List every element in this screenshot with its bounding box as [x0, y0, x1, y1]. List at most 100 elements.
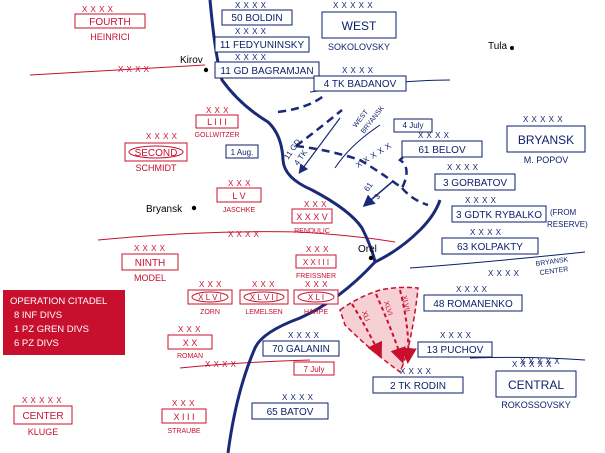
armor-symbol	[297, 291, 335, 303]
echelon-marker: X X X X	[146, 132, 178, 141]
echelon-marker: X X X X	[447, 163, 479, 172]
echelon-marker: X X X	[178, 325, 201, 334]
unit-label: FOURTH	[89, 17, 130, 28]
unit-box	[313, 75, 407, 92]
unit-label: WEST	[342, 19, 377, 33]
unit-box	[295, 254, 337, 269]
city-dot	[191, 205, 197, 211]
german-corps-xxxv: X X X X X X V RENDULIC	[291, 200, 333, 235]
echelon-marker: X X X X	[342, 66, 374, 75]
unit-label: 48 ROMANENKO	[433, 299, 513, 310]
date-tag-7-july: 7 July	[293, 361, 335, 376]
echelon-marker: X X X	[305, 280, 328, 289]
unit-label: L I I I	[207, 117, 227, 127]
citadel-offensive-wedge	[339, 286, 419, 374]
echelon-marker: X X X X	[235, 27, 267, 36]
echelon-marker: X X X	[304, 200, 327, 209]
echelon-marker: X X X X X	[22, 396, 62, 405]
german-army-fourth: X X X X FOURTH HEINRICI	[74, 5, 146, 42]
unit-box	[13, 405, 73, 425]
soviet-army-50-boldin: X X X X 50 BOLDIN	[221, 1, 293, 26]
echelon-marker: X X X X	[288, 331, 320, 340]
unit-box	[74, 13, 146, 29]
soviet-army-61-belov: X X X X 61 BELOV	[401, 131, 483, 158]
echelon-marker: X X X X X	[333, 1, 373, 10]
echelon-marker: X X X	[206, 106, 229, 115]
unit-box	[216, 187, 262, 203]
echelon-marker: X X X X	[456, 285, 488, 294]
unit-label: X L V I	[198, 293, 222, 302]
german-army-group-center: X X X X X CENTER KLUGE	[13, 396, 73, 437]
german-corps-lv: X X X L V JASCHKE	[216, 179, 262, 214]
commander-label: STRAUBE	[167, 428, 200, 435]
commander-label: LEMELSEN	[245, 309, 282, 316]
reserve-note: RESERVE)	[547, 220, 588, 229]
soviet-tank-army-3gd-rybalko: X X X X 3 GDTK RYBALKO (FROM RESERVE)	[451, 196, 588, 229]
city-label: Tula	[488, 41, 508, 52]
commander-label: ZORN	[200, 309, 220, 316]
unit-box	[441, 237, 539, 255]
commander-label: ROKOSSOVSKY	[501, 400, 571, 410]
unit-box	[221, 9, 293, 26]
commander-label: KLUGE	[28, 427, 59, 437]
echelon-marker: X X X X	[82, 5, 114, 14]
city-dot	[510, 46, 514, 50]
unit-box	[195, 114, 239, 129]
city-orel: Orel	[358, 244, 377, 261]
echelon-marker: X X X X X	[523, 115, 563, 124]
city-tula: Tula	[488, 41, 514, 52]
unit-label: 13 PUCHOV	[427, 345, 484, 356]
commander-label: HARPE	[304, 309, 328, 316]
echelon-marker: X X X	[199, 280, 222, 289]
unit-box	[214, 36, 310, 53]
echelon-marker: X X X X	[465, 196, 497, 205]
echelon-marker: X X X X	[400, 367, 432, 376]
wedge-label-xlvi: XLVI	[382, 300, 393, 316]
citadel-box	[3, 290, 125, 355]
soviet-tank-corps-4-badanov: X X X X 4 TK BADANOV	[313, 66, 407, 92]
city-bryansk: Bryansk	[146, 204, 197, 215]
soviet-tank-corps-2-rodin: X X X X 2 TK RODIN	[372, 367, 464, 394]
soviet-army-13-puchov: X X X X 13 PUCHOV	[417, 331, 493, 358]
commander-label: MODEL	[134, 273, 166, 283]
soviet-front-west: X X X X X WEST SOKOLOVSKY	[321, 1, 397, 52]
boundary-echelon: X X X X	[205, 360, 237, 369]
unit-label: 3 GDTK RYBALKO	[456, 210, 542, 221]
date-label: 1 Aug.	[231, 148, 254, 157]
soviet-army-65-batov: X X X X 65 BATOV	[251, 393, 329, 420]
date-box	[225, 144, 259, 159]
date-box	[293, 361, 335, 376]
soviet-army-48-romanenko: X X X X 48 ROMANENKO	[423, 285, 523, 312]
german-corps-xlvi: X X X X L V I ZORN	[187, 280, 233, 316]
unit-box	[451, 205, 547, 223]
unit-box	[372, 376, 464, 394]
german-corps-xiii: X X X X I I I STRAUBE	[161, 399, 207, 435]
unit-box	[167, 334, 213, 350]
unit-label: 50 BOLDIN	[231, 13, 282, 24]
boundary-label-center: CENTER	[539, 266, 568, 277]
boundary-echelon: X X X X	[118, 65, 150, 74]
commander-label: SCHMIDT	[136, 163, 177, 173]
unit-label: 70 GALANIN	[272, 344, 330, 355]
unit-box	[262, 340, 340, 357]
unit-box	[321, 11, 397, 39]
commander-label: M. POPOV	[524, 155, 569, 165]
boundary-echelon: X X X X	[488, 269, 520, 278]
soviet-army-70-galanin: X X X X 70 GALANIN	[262, 331, 340, 357]
armor-symbol	[128, 145, 184, 159]
commander-label: ROMAN	[177, 353, 203, 360]
city-kirov: Kirov	[180, 55, 209, 73]
citadel-line: 1 PZ GREN DIVS	[14, 324, 89, 335]
unit-label: 11 FEDYUNINSKY	[220, 40, 305, 51]
unit-label: 3 GORBATOV	[443, 178, 507, 189]
unit-label: 11 GD BAGRAMJAN	[220, 66, 313, 77]
unit-label: X I I I	[173, 412, 194, 422]
unit-box	[495, 370, 577, 398]
echelon-marker: X X X	[172, 399, 195, 408]
unit-box	[251, 402, 329, 420]
unit-label: 2 TK RODIN	[390, 381, 446, 392]
unit-label: CENTER	[22, 411, 63, 422]
echelon-marker: X X X X	[235, 53, 267, 62]
echelon-marker: X X X X	[470, 228, 502, 237]
